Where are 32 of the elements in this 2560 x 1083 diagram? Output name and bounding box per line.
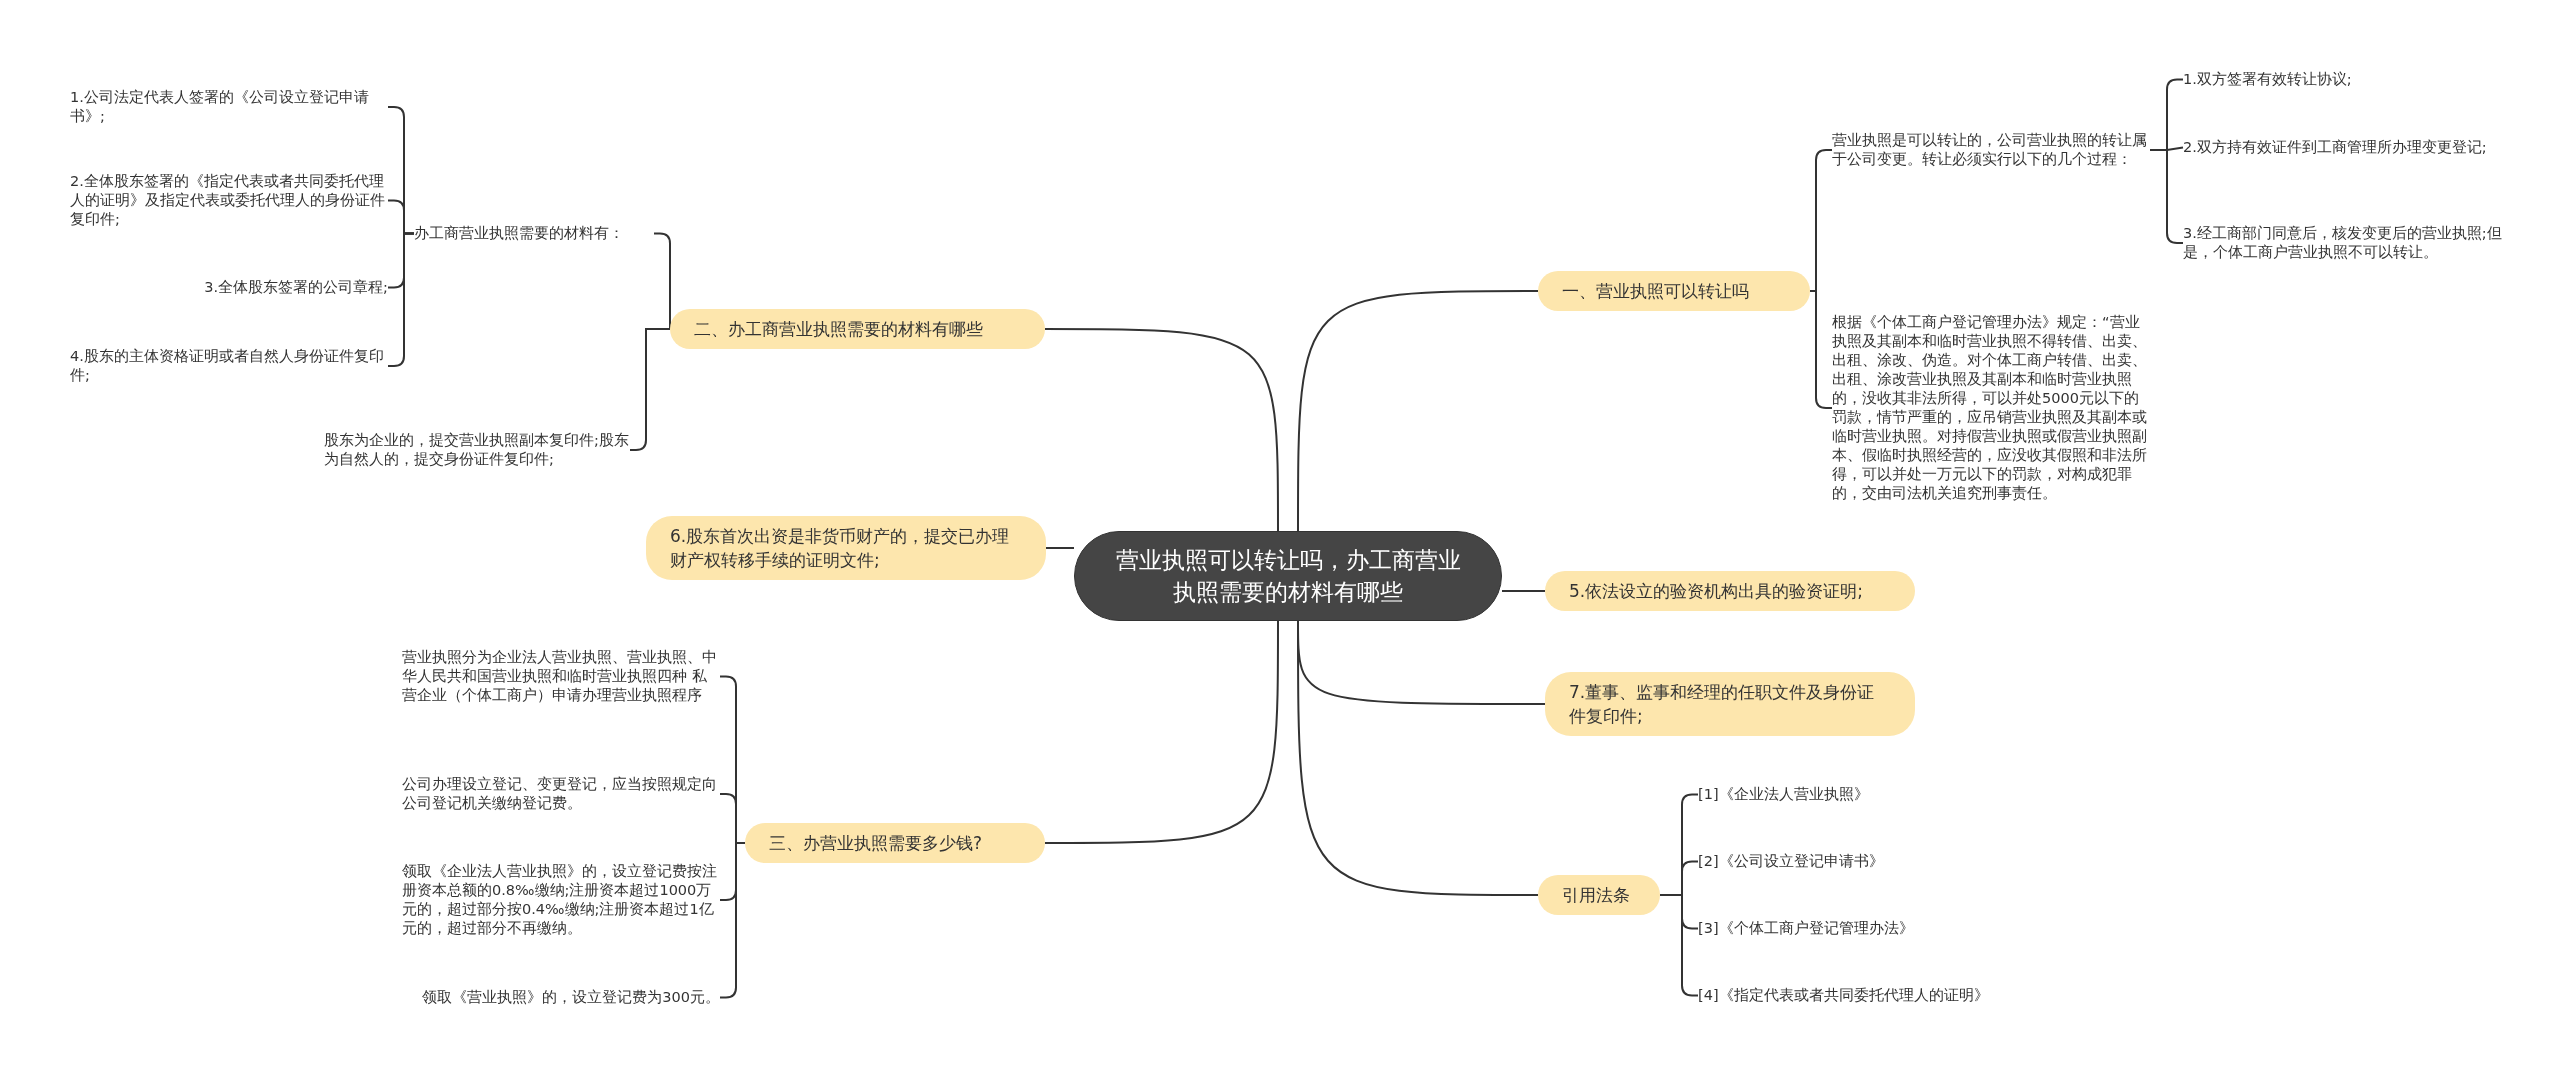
- note-text: 1.双方签署有效转让协议;: [2183, 70, 2513, 89]
- note-text: 根据《个体工商户登记管理办法》规定：“营业执照及其副本和临时营业执照不得转借、出卖、出租、涂改、伪造。对个体工商户转借、出卖、出租、涂改营业执照及其副本和临时营业执照的，没收其非法所得，可以并处5000元以下的罚款，情节严重的，应吊销营业执照及其副本或临时营业执照。对持假营业执照或假营业执照副本、假临时执照经营的，应没收其假照和非法所得，可以并处一万元以下的罚款，对构成犯罪的，交由司法机关追究刑事责任。: [1832, 313, 2150, 503]
- topic-pill: 7.董事、监事和经理的任职文件及身份证件复印件;: [1545, 672, 1915, 736]
- note-text: [2]《公司设立登记申请书》: [1698, 852, 2118, 871]
- note-text: 2.全体股东签署的《指定代表或者共同委托代理人的证明》及指定代表或委托代理人的身份证件复印件;: [70, 172, 388, 229]
- note-text: 3.经工商部门同意后，核发变更后的营业执照;但是，个体工商户营业执照不可以转让。: [2183, 224, 2513, 262]
- note-text: 办工商营业执照需要的材料有：: [414, 224, 654, 243]
- connector-line: [1045, 547, 1075, 549]
- connector-line: [1044, 328, 1279, 532]
- central-topic: 营业执照可以转让吗，办工商营业执照需要的材料有哪些: [1074, 531, 1502, 621]
- topic-pill: 一、营业执照可以转让吗: [1538, 271, 1810, 311]
- note-text: 公司办理设立登记、变更登记，应当按照规定向公司登记机关缴纳登记费。: [402, 775, 720, 813]
- topic-pill: 6.股东首次出资是非货币财产的，提交已办理财产权转移手续的证明文件;: [646, 516, 1046, 580]
- note-text: 股东为企业的，提交营业执照副本复印件;股东为自然人的，提交身份证件复印件;: [324, 431, 630, 469]
- note-text: 1.公司法定代表人签署的《公司设立登记申请书》;: [70, 88, 388, 126]
- connector-line: [1501, 590, 1546, 592]
- note-text: 2.双方持有效证件到工商管理所办理变更登记;: [2183, 138, 2513, 157]
- note-text: 3.全体股东签署的公司章程;: [70, 278, 388, 297]
- connector-line: [1044, 620, 1279, 844]
- note-text: 领取《营业执照》的，设立登记费为300元。: [402, 988, 720, 1007]
- topic-pill: 引用法条: [1538, 875, 1660, 915]
- note-text: [3]《个体工商户登记管理办法》: [1698, 919, 2118, 938]
- note-text: 领取《企业法人营业执照》的，设立登记费按注册资本总额的0.8‰缴纳;注册资本超过1000万元的，超过部分按0.4‰缴纳;注册资本超过1亿元的，超过部分不再缴纳。: [402, 862, 720, 938]
- topic-pill: 三、办营业执照需要多少钱?: [745, 823, 1045, 863]
- connector-line: [1297, 290, 1539, 532]
- topic-pill: 5.依法设立的验资机构出具的验资证明;: [1545, 571, 1915, 611]
- note-text: [4]《指定代表或者共同委托代理人的证明》: [1698, 986, 2118, 1005]
- note-text: 营业执照是可以转让的，公司营业执照的转让属于公司变更。转让必须实行以下的几个过程：: [1832, 131, 2150, 169]
- note-text: [1]《企业法人营业执照》: [1698, 785, 2118, 804]
- note-text: 营业执照分为企业法人营业执照、营业执照、中华人民共和国营业执照和临时营业执照四种 私营企业（个体工商户）申请办理营业执照程序: [402, 648, 720, 705]
- note-text: 4.股东的主体资格证明或者自然人身份证件复印件;: [70, 347, 388, 385]
- topic-pill: 二、办工商营业执照需要的材料有哪些: [670, 309, 1045, 349]
